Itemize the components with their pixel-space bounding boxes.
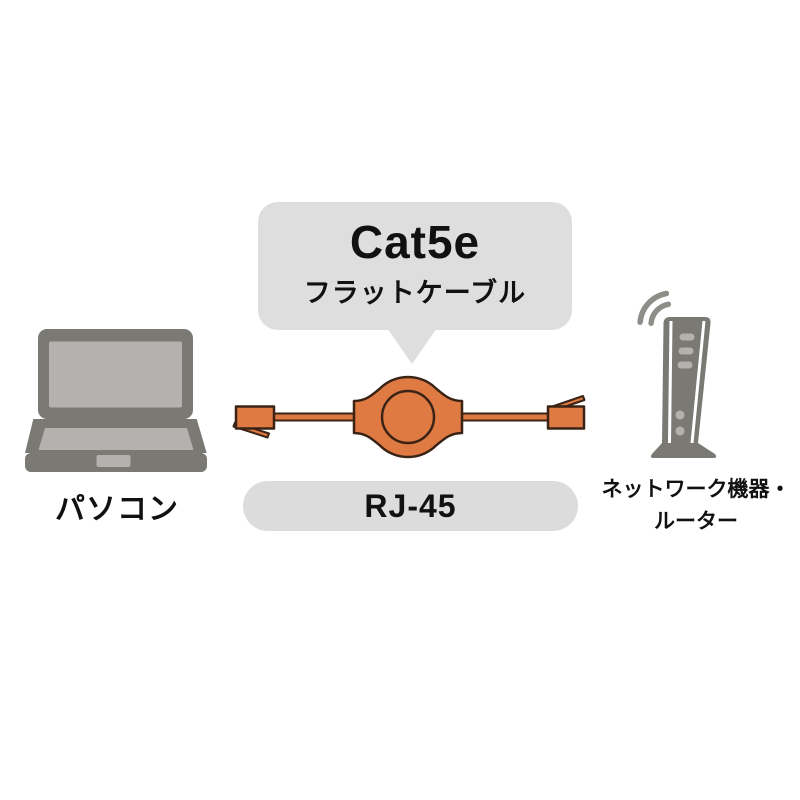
retractable-flat-cable-icon	[232, 375, 586, 459]
router-label-line1: ネットワーク機器・	[601, 478, 791, 501]
rj45-badge: RJ-45	[243, 481, 578, 531]
router-button-dot	[675, 426, 685, 436]
speech-bubble-tail	[387, 328, 437, 364]
bubble-subtitle: フラットケーブル	[303, 278, 527, 308]
router-base	[650, 443, 717, 458]
rj45-connector-right	[546, 405, 586, 430]
cable-reel	[352, 375, 464, 459]
router-label-line2: ルーター	[654, 510, 738, 533]
laptop-label: パソコン	[55, 493, 179, 526]
bubble-title: Cat5e	[349, 216, 481, 268]
router-led-bar	[677, 361, 693, 369]
rj45-connector-left	[234, 405, 276, 430]
router-led-bar	[679, 333, 695, 341]
cable-reel-inner-circle	[380, 389, 436, 445]
router-body	[662, 317, 711, 443]
laptop-trackpad-notch	[96, 455, 131, 467]
router-led-bar	[678, 347, 694, 355]
rj45-label: RJ-45	[364, 487, 457, 524]
router-groove-right	[690, 320, 706, 444]
laptop-icon	[25, 329, 207, 472]
router-icon	[637, 290, 717, 458]
wifi-signal-icon	[637, 290, 672, 326]
speech-bubble: Cat5e フラットケーブル	[258, 202, 572, 364]
router-label: ネットワーク機器・ ルーター	[586, 474, 800, 538]
laptop-screen	[49, 341, 182, 408]
router-groove-left	[668, 320, 673, 444]
laptop-keyboard	[38, 428, 194, 450]
router-button-dot	[675, 410, 685, 420]
